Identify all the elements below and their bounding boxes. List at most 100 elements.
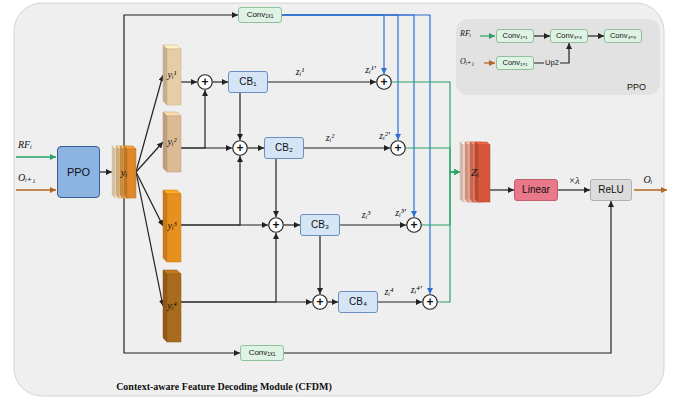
- connector: [181, 81, 197, 82]
- edge-label: zᵢ²: [325, 132, 335, 144]
- node-text: yᵢ²: [167, 136, 176, 148]
- node-text: PPO: [67, 166, 90, 179]
- edge-label-holder: zᵢ³: [361, 209, 371, 221]
- connector: [136, 75, 163, 172]
- edge-label-holder: zᵢ²: [325, 132, 335, 144]
- feature-slab: yᵢ¹: [163, 45, 181, 105]
- connector: [213, 81, 228, 82]
- conv-box: Conv₃ₓ₃: [604, 29, 642, 43]
- math-label: zᵢ⁴′: [411, 284, 422, 296]
- math-label: zᵢ²′: [379, 130, 390, 142]
- feature-slab: yᵢ⁴: [163, 270, 181, 342]
- node-text: Conv₃ₓ₃: [610, 32, 636, 41]
- output-arrow: [634, 189, 667, 191]
- math-label: Oᵢ₊₁: [18, 172, 36, 184]
- edge-label-holder: zᵢ¹: [295, 66, 305, 78]
- label-holder: zᵢ³′: [395, 207, 406, 219]
- node-text: Zᵢ: [471, 166, 479, 179]
- conv-box: Conv₁ₓ₁: [496, 29, 534, 43]
- input-arrow: [484, 62, 495, 63]
- connector: [422, 172, 460, 225]
- connector: [588, 35, 604, 36]
- edge-label: zᵢ¹: [295, 66, 305, 78]
- node-text: +: [201, 76, 208, 88]
- node-text: Linear: [522, 184, 550, 196]
- edge-label-holder: ×λ: [567, 175, 580, 187]
- cb-box: CB₂: [264, 137, 304, 159]
- math-label: Oᵢ₊₁: [460, 57, 474, 66]
- math-label: zᵢ¹′: [365, 64, 376, 76]
- feature-slab: yᵢ²: [163, 112, 181, 172]
- connector: [340, 224, 406, 225]
- connector: [181, 233, 276, 302]
- node-text: Conv₁ₓ₁: [249, 348, 276, 357]
- node-text: Conv₁ₓ₁: [502, 32, 527, 41]
- math-label: RFᵢ: [460, 29, 471, 38]
- connector: [124, 198, 240, 353]
- connector: [284, 201, 611, 353]
- label-holder: Oᵢ₊₁: [18, 172, 36, 184]
- node-text: +: [380, 76, 387, 88]
- edge-label: zᵢ⁴: [384, 286, 395, 298]
- edge-label-holder: Up2: [544, 59, 560, 68]
- caption-holder: Context-aware Feature Decoding Module (C…: [116, 381, 332, 393]
- node-text: Conv₁ₓ₁: [502, 59, 527, 68]
- connector: [248, 147, 264, 148]
- connector: [328, 301, 338, 302]
- input-arrow: [16, 189, 56, 191]
- connector: [181, 156, 240, 225]
- cb-box: CB₃: [300, 214, 340, 236]
- connector: [284, 224, 300, 225]
- feature-slab: yᵢ³: [163, 190, 181, 262]
- connector: [181, 90, 205, 148]
- node-text: yᵢ: [121, 166, 128, 179]
- node-text: Conv₃ₓ₃: [556, 32, 582, 41]
- label-holder: Oᵢ₊₁: [460, 57, 474, 66]
- math-label: RFᵢ: [18, 139, 32, 151]
- relu-box: ReLU: [590, 179, 632, 201]
- connector: [282, 15, 414, 217]
- connector: [304, 147, 390, 148]
- node-text: +: [410, 219, 417, 231]
- sum-circle: +: [406, 217, 422, 233]
- ppo-panel-fill: [456, 19, 660, 95]
- math-label: zᵢ³′: [395, 207, 406, 219]
- node-text: yᵢ¹: [167, 69, 176, 81]
- cb-box: CB₄: [338, 291, 378, 313]
- connector: [100, 171, 112, 172]
- node-text: +: [272, 219, 279, 231]
- connector: [136, 172, 163, 226]
- node-text: yᵢ³: [167, 220, 176, 232]
- connector: [490, 189, 514, 190]
- math-label: Oᵢ: [644, 174, 653, 186]
- connector: [282, 15, 430, 294]
- connector: [558, 189, 590, 190]
- sum-circle: +: [312, 294, 328, 310]
- node-text: CB₁: [239, 76, 256, 88]
- connector: [392, 82, 460, 172]
- label-holder: Oᵢ: [644, 174, 653, 186]
- conv-box: Conv₁ₓ₁: [240, 345, 284, 361]
- sum-circle: +: [422, 294, 438, 310]
- connector: [136, 172, 163, 306]
- label-holder: RFᵢ: [460, 29, 471, 38]
- sum-circle: +: [376, 74, 392, 90]
- input-arrow: [480, 35, 495, 36]
- sum-circle: +: [268, 217, 284, 233]
- connector: [275, 159, 276, 217]
- conv-box: Conv₁ₓ₁: [238, 7, 282, 23]
- node-text: +: [236, 142, 243, 154]
- label-holder: zᵢ¹′: [365, 64, 376, 76]
- connector: [282, 15, 384, 74]
- node-text: PPO: [627, 82, 646, 92]
- connector: [282, 15, 398, 140]
- sum-circle: +: [232, 140, 248, 156]
- label-holder: RFᵢ: [18, 139, 32, 151]
- node-text: +: [316, 296, 323, 308]
- sum-circle: +: [390, 140, 406, 156]
- module-panel: [14, 3, 664, 396]
- conv-box: Conv₁ₓ₁: [496, 56, 534, 70]
